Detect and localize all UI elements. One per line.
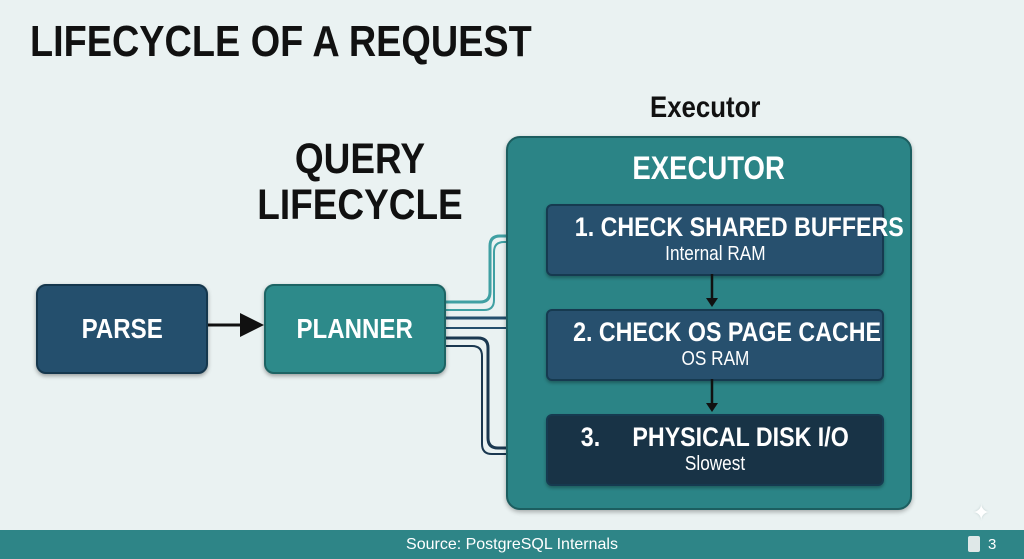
executor-caption: Executor (649, 91, 761, 124)
footer-source: Source: PostgreSQL Internals (406, 536, 618, 553)
parse-node: PARSE (36, 284, 208, 374)
step-subtitle: Internal RAM (664, 243, 766, 265)
step-subtitle: OS RAM (681, 348, 749, 370)
step-check-shared-buffers: 1. CHECK SHARED BUFFERS Internal RAM (546, 204, 904, 276)
planner-to-step1-arrow-2 (443, 241, 520, 311)
step-subtitle: Slowest (684, 453, 746, 475)
footer-bar: Source: PostgreSQL Internals 3 (0, 530, 1024, 559)
step-check-os-page-cache: 2. CHECK OS PAGE CACHE OS RAM (546, 309, 884, 381)
step2-to-step3-arrow (706, 379, 718, 412)
step-title: 3. PHYSICAL DISK I/O (581, 422, 849, 452)
planner-to-step3-arrow-2 (443, 345, 520, 455)
section-title: QUERY LIFECYCLE (257, 135, 463, 229)
page-icon (968, 536, 980, 552)
page-number: 3 (988, 536, 997, 553)
planner-node: PLANNER (264, 284, 446, 374)
page-title: LIFECYCLE OF A REQUEST (30, 17, 532, 66)
executor-header: EXECUTOR (632, 150, 786, 186)
step-title: 2. CHECK OS PAGE CACHE (573, 317, 881, 347)
step-title: 1. CHECK SHARED BUFFERS (574, 212, 904, 242)
step1-to-step2-arrow (706, 274, 718, 307)
step-physical-disk-io: 3. PHYSICAL DISK I/O Slowest (546, 414, 884, 486)
planner-to-step3-arrow (443, 336, 546, 459)
planner-to-step1-arrow (443, 225, 546, 304)
sparkle-icon: ✦ (972, 500, 991, 525)
executor-panel: EXECUTOR 1. CHECK SHARED BUFFERS Interna… (506, 136, 912, 510)
